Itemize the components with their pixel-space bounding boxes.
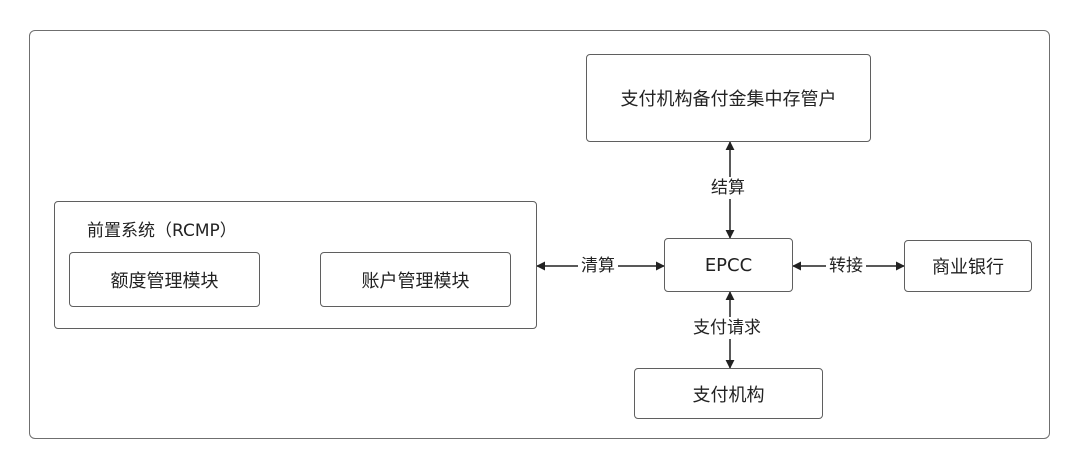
- account-module-node: 账户管理模块: [320, 252, 511, 307]
- custody-bank-label: 支付机构备付金集中存管户: [620, 89, 837, 110]
- quota-module-label: 额度管理模块: [110, 270, 219, 292]
- diagram-frame: [29, 30, 1050, 439]
- payment-request-edge-label: 支付请求: [690, 317, 764, 339]
- clearing-edge-label: 清算: [578, 255, 618, 277]
- commercial-bank-node: 商业银行: [904, 240, 1032, 292]
- quota-module-node: 额度管理模块: [69, 252, 260, 307]
- epcc-label: EPCC: [704, 254, 753, 276]
- account-module-label: 账户管理模块: [361, 270, 470, 292]
- settlement-edge-label: 结算: [708, 177, 748, 199]
- payment-institution-label: 支付机构: [692, 384, 765, 406]
- commercial-bank-label: 商业银行: [932, 257, 1004, 278]
- transfer-edge-label: 转接: [826, 255, 866, 277]
- custody-bank-node: 支付机构备付金集中存管户: [586, 54, 871, 142]
- front-system-title: 前置系统（RCMP）: [87, 221, 237, 241]
- epcc-node: EPCC: [664, 238, 793, 292]
- payment-institution-node: 支付机构: [634, 368, 823, 419]
